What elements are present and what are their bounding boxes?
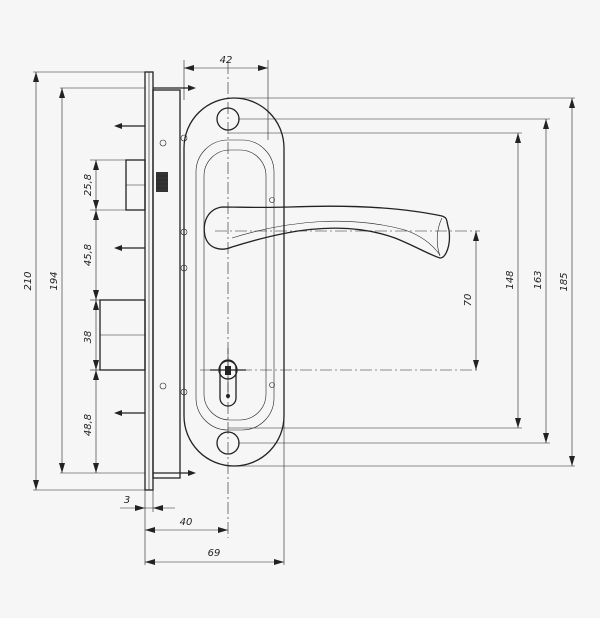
- dim-backset-40: 40: [180, 517, 193, 528]
- screw-bottom-right: [153, 470, 196, 476]
- mounting-screws: [114, 85, 196, 476]
- dim-height-194: 194: [49, 271, 60, 290]
- dim-total-height-210: 210: [23, 271, 34, 290]
- center-lines: [200, 62, 480, 538]
- dimension-lines: [33, 60, 575, 565]
- dim-latch-25-8: 25,8: [83, 174, 94, 196]
- dim-faceplate-3: 3: [124, 495, 130, 506]
- dim-height-185: 185: [559, 272, 570, 291]
- dimension-labels: 42 210 194 25,8 45,8 38 48,8 70 148 163 …: [23, 55, 570, 559]
- dim-height-148: 148: [505, 270, 516, 289]
- dim-height-163: 163: [533, 270, 544, 289]
- screw-left-2: [114, 245, 145, 251]
- dim-depth-69: 69: [208, 548, 221, 559]
- screw-left-1: [114, 123, 145, 129]
- screw-top-right: [153, 85, 196, 91]
- escutcheon-plate: [183, 97, 285, 467]
- screw-left-3: [114, 410, 145, 416]
- dim-gap-45-8: 45,8: [83, 244, 94, 266]
- dim-bottom-48-8: 48,8: [83, 414, 94, 436]
- dim-deadbolt-38: 38: [83, 331, 94, 344]
- dim-top-width: 42: [220, 55, 233, 66]
- mortise-lock-body: [99, 71, 188, 491]
- latch-spring: [156, 172, 168, 192]
- door-handle-lever: [203, 205, 451, 259]
- dim-handle-cylinder-70: 70: [463, 294, 474, 307]
